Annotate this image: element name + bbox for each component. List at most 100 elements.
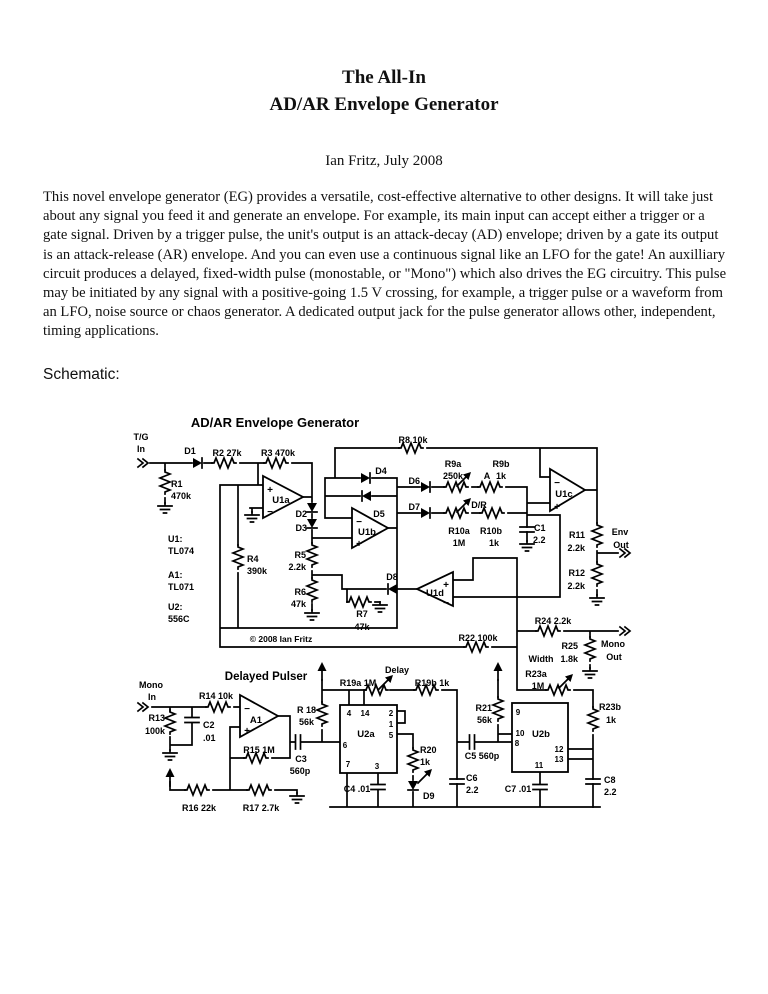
svg-text:Env: Env (612, 527, 629, 537)
svg-text:2.2k: 2.2k (567, 543, 586, 553)
intro-paragraph: This novel envelope generator (EG) provi… (43, 189, 727, 340)
svg-text:R19b 1k: R19b 1k (415, 678, 451, 688)
schematic-figure: AD/AR Envelope Generator T/G In D1 R2 27… (134, 415, 631, 813)
minus-sign: − (554, 478, 560, 489)
svg-text:C2: C2 (203, 720, 215, 730)
svg-text:R10b: R10b (480, 526, 503, 536)
svg-text:100k: 100k (145, 726, 166, 736)
svg-text:R20: R20 (420, 745, 437, 755)
power-arrow-icon (492, 661, 504, 681)
plus-sign: + (443, 580, 449, 591)
resistor-r21: R21 56k (475, 661, 504, 725)
resistor-icon (591, 561, 603, 587)
ground-icon (304, 609, 320, 621)
resistor-r15: R15 1M (243, 745, 275, 764)
svg-text:D1: D1 (184, 446, 196, 456)
pulser-section: Delayed Pulser Mono In R13 100k C2 .01 R… (137, 661, 617, 813)
svg-text:R23a: R23a (525, 669, 548, 679)
resistor-icon (306, 542, 318, 568)
mono-output: Mono Out (601, 626, 631, 662)
resistor-icon (443, 507, 469, 519)
capacitor-c1: C1 2.2 (519, 523, 546, 552)
output-chevron-icon (619, 548, 631, 558)
resistor-icon (407, 747, 419, 773)
svg-text:U2a: U2a (357, 729, 375, 740)
opamp-u1b: − + U1b (351, 506, 390, 550)
svg-text:U1b: U1b (358, 527, 376, 538)
svg-text:1M: 1M (532, 681, 545, 691)
diode-d3: D3 (295, 518, 318, 533)
pot-r10a: D/R R10a 1M (443, 497, 487, 548)
plus-sign: + (244, 726, 250, 737)
copyright: © 2008 Ian Fritz (250, 634, 312, 644)
ground-icon (289, 792, 305, 804)
resistor-icon (184, 784, 210, 796)
diode-d7: D7 (408, 502, 431, 519)
svg-text:R14 10k: R14 10k (199, 691, 234, 701)
pin-label: 7 (346, 760, 351, 769)
diode-icon (306, 518, 318, 529)
svg-text:R22 100k: R22 100k (458, 633, 498, 643)
svg-text:56k: 56k (299, 717, 315, 727)
resistor-icon (545, 684, 571, 696)
width-label: Width (529, 654, 554, 664)
opamp-u1c: − + U1c (549, 467, 587, 513)
svg-text:R8 10k: R8 10k (398, 435, 428, 445)
power-arrow-icon (316, 661, 328, 681)
opamp-u1d: + − U1d (414, 570, 454, 609)
svg-text:47k: 47k (291, 599, 307, 609)
svg-text:R6: R6 (294, 587, 306, 597)
minus-sign: − (267, 507, 273, 518)
diode-d1: D1 (184, 446, 203, 469)
capacitor-icon (519, 526, 535, 533)
diode-d4: D4 (360, 466, 387, 484)
ground-icon (244, 511, 260, 523)
svg-text:1k: 1k (489, 538, 500, 548)
svg-text:A1:: A1: (168, 570, 183, 580)
svg-text:C8: C8 (604, 775, 616, 785)
resistor-r23b: R23b 1k (587, 702, 622, 732)
tg-input: T/G In (134, 432, 149, 468)
svg-text:D6: D6 (408, 476, 420, 486)
ground-icon (589, 594, 605, 606)
capacitor-c8: C8 2.2 (585, 775, 617, 797)
svg-text:U1a: U1a (272, 495, 290, 506)
svg-text:D4: D4 (375, 466, 387, 476)
svg-text:R15 1M: R15 1M (243, 745, 275, 755)
resistor-icon (232, 544, 244, 570)
eg-section: T/G In D1 R2 27k R3 470k R1 470k (134, 432, 631, 808)
ground-icon (372, 601, 388, 613)
diode-icon (361, 490, 372, 502)
pin-label: 14 (361, 709, 370, 718)
resistor-r7: R7 47k (346, 596, 388, 632)
resistor-icon (164, 709, 176, 735)
minus-sign: − (244, 704, 250, 715)
svg-text:390k: 390k (247, 566, 268, 576)
schematic-title: AD/AR Envelope Generator (191, 415, 359, 430)
resistor-icon (477, 481, 503, 493)
eg-wires (149, 447, 619, 808)
input-chevron-icon (137, 458, 149, 468)
diode-icon (420, 507, 431, 519)
pin-label: 13 (555, 755, 564, 764)
byline: Ian Fritz, July 2008 (325, 153, 443, 169)
capacitor-icon (585, 778, 601, 785)
delay-label: Delay (385, 665, 409, 675)
pot-arrow-icon (378, 674, 394, 690)
resistor-icon (463, 641, 489, 653)
pot-r23a: Width R23a 1M (525, 654, 574, 696)
pulser-title: Delayed Pulser (225, 671, 308, 683)
svg-text:Out: Out (606, 652, 622, 662)
diode-icon (306, 502, 318, 513)
ground-icon (519, 540, 535, 552)
svg-text:R17 2.7k: R17 2.7k (243, 803, 281, 813)
svg-text:In: In (148, 692, 156, 702)
resistor-r22: R22 100k (458, 633, 499, 653)
svg-text:U1d: U1d (426, 588, 444, 599)
svg-text:2.2k: 2.2k (288, 562, 307, 572)
minus-sign: − (443, 598, 449, 609)
capacitor-c2: C2 .01 (184, 716, 216, 743)
tg-in-label-1: T/G (134, 432, 149, 442)
led-arrow-icon (417, 768, 433, 784)
resistor-icon (306, 577, 318, 603)
